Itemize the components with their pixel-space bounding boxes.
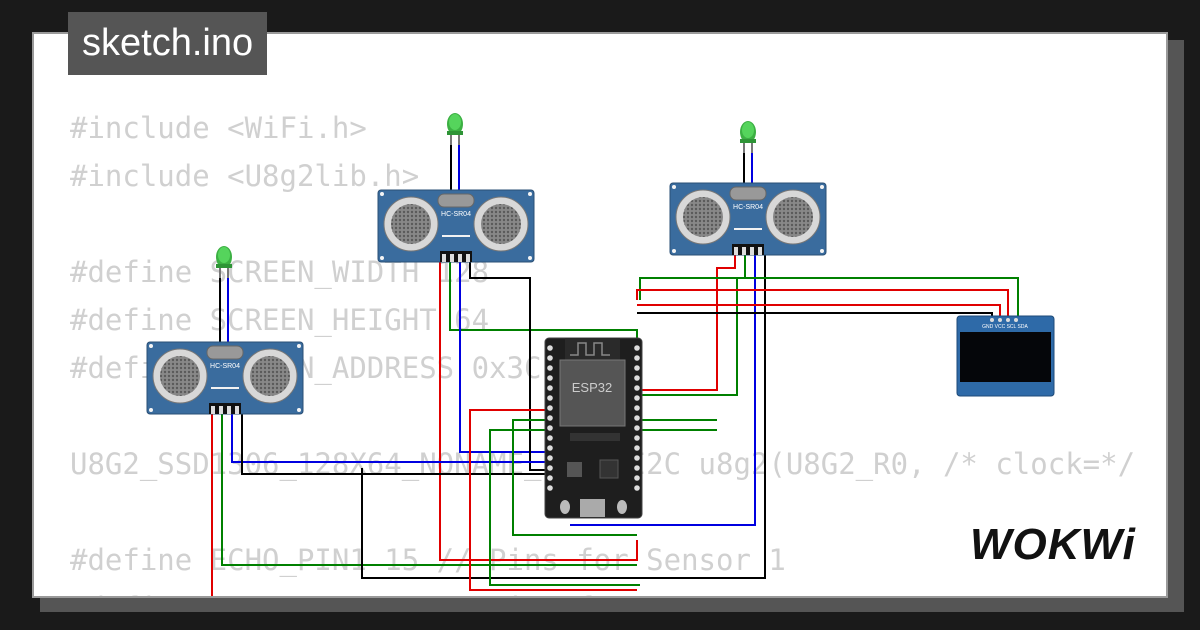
code-line-1: #include <WiFi.h> xyxy=(70,111,367,145)
led-right[interactable] xyxy=(740,121,756,153)
esp32-pins-right xyxy=(634,345,640,491)
wire-blue[interactable] xyxy=(459,262,550,453)
code-line-10: #define ECHO_PIN1 15 // Pins for Sensor … xyxy=(70,543,786,577)
esp32-label: ESP32 xyxy=(572,380,612,395)
wire-green[interactable] xyxy=(221,413,637,566)
wire-black[interactable] xyxy=(241,413,550,475)
code-line-5: #define SCREEN_HEIGHT 64 xyxy=(70,303,490,337)
led-left[interactable] xyxy=(216,246,232,278)
wire-black[interactable] xyxy=(469,262,550,471)
sensor-label: HC-SR04 xyxy=(441,211,471,218)
wire-green[interactable] xyxy=(637,255,746,396)
wire-red[interactable] xyxy=(637,304,1001,318)
ultrasonic-sensor-top[interactable]: HC-SR04 xyxy=(377,189,535,263)
wire-blue[interactable] xyxy=(231,413,550,463)
wire-red[interactable] xyxy=(636,289,1009,318)
sensor-label: HC-SR04 xyxy=(733,204,763,211)
oled-display[interactable]: GND VCC SCL SDA xyxy=(956,315,1055,397)
wire-green[interactable] xyxy=(449,262,638,350)
wire-black[interactable] xyxy=(637,312,993,318)
wire-red[interactable] xyxy=(637,255,736,391)
esp32-pins-left xyxy=(547,345,553,491)
file-tab[interactable]: sketch.ino xyxy=(68,12,268,75)
wokwi-logo: WOKWi xyxy=(970,520,1136,569)
wire-blue[interactable] xyxy=(570,255,756,526)
ultrasonic-sensor-left[interactable]: HC-SR04 xyxy=(146,341,304,415)
esp32-board[interactable]: ESP32 xyxy=(544,337,643,519)
wire-black[interactable] xyxy=(361,255,766,579)
oled-pin-labels: GND VCC SCL SDA xyxy=(982,324,1028,330)
sensor-label: HC-SR04 xyxy=(210,363,240,370)
ultrasonic-sensor-right[interactable]: HC-SR04 xyxy=(669,182,827,256)
wires xyxy=(211,138,1019,596)
code-line-11: #define TRIG_PIN1 2 // Pins for Sensor 1 xyxy=(70,584,1135,596)
led-top[interactable] xyxy=(447,113,463,145)
wire-red[interactable] xyxy=(439,262,638,561)
code-line-2: #include <U8g2lib.h> xyxy=(70,159,420,193)
